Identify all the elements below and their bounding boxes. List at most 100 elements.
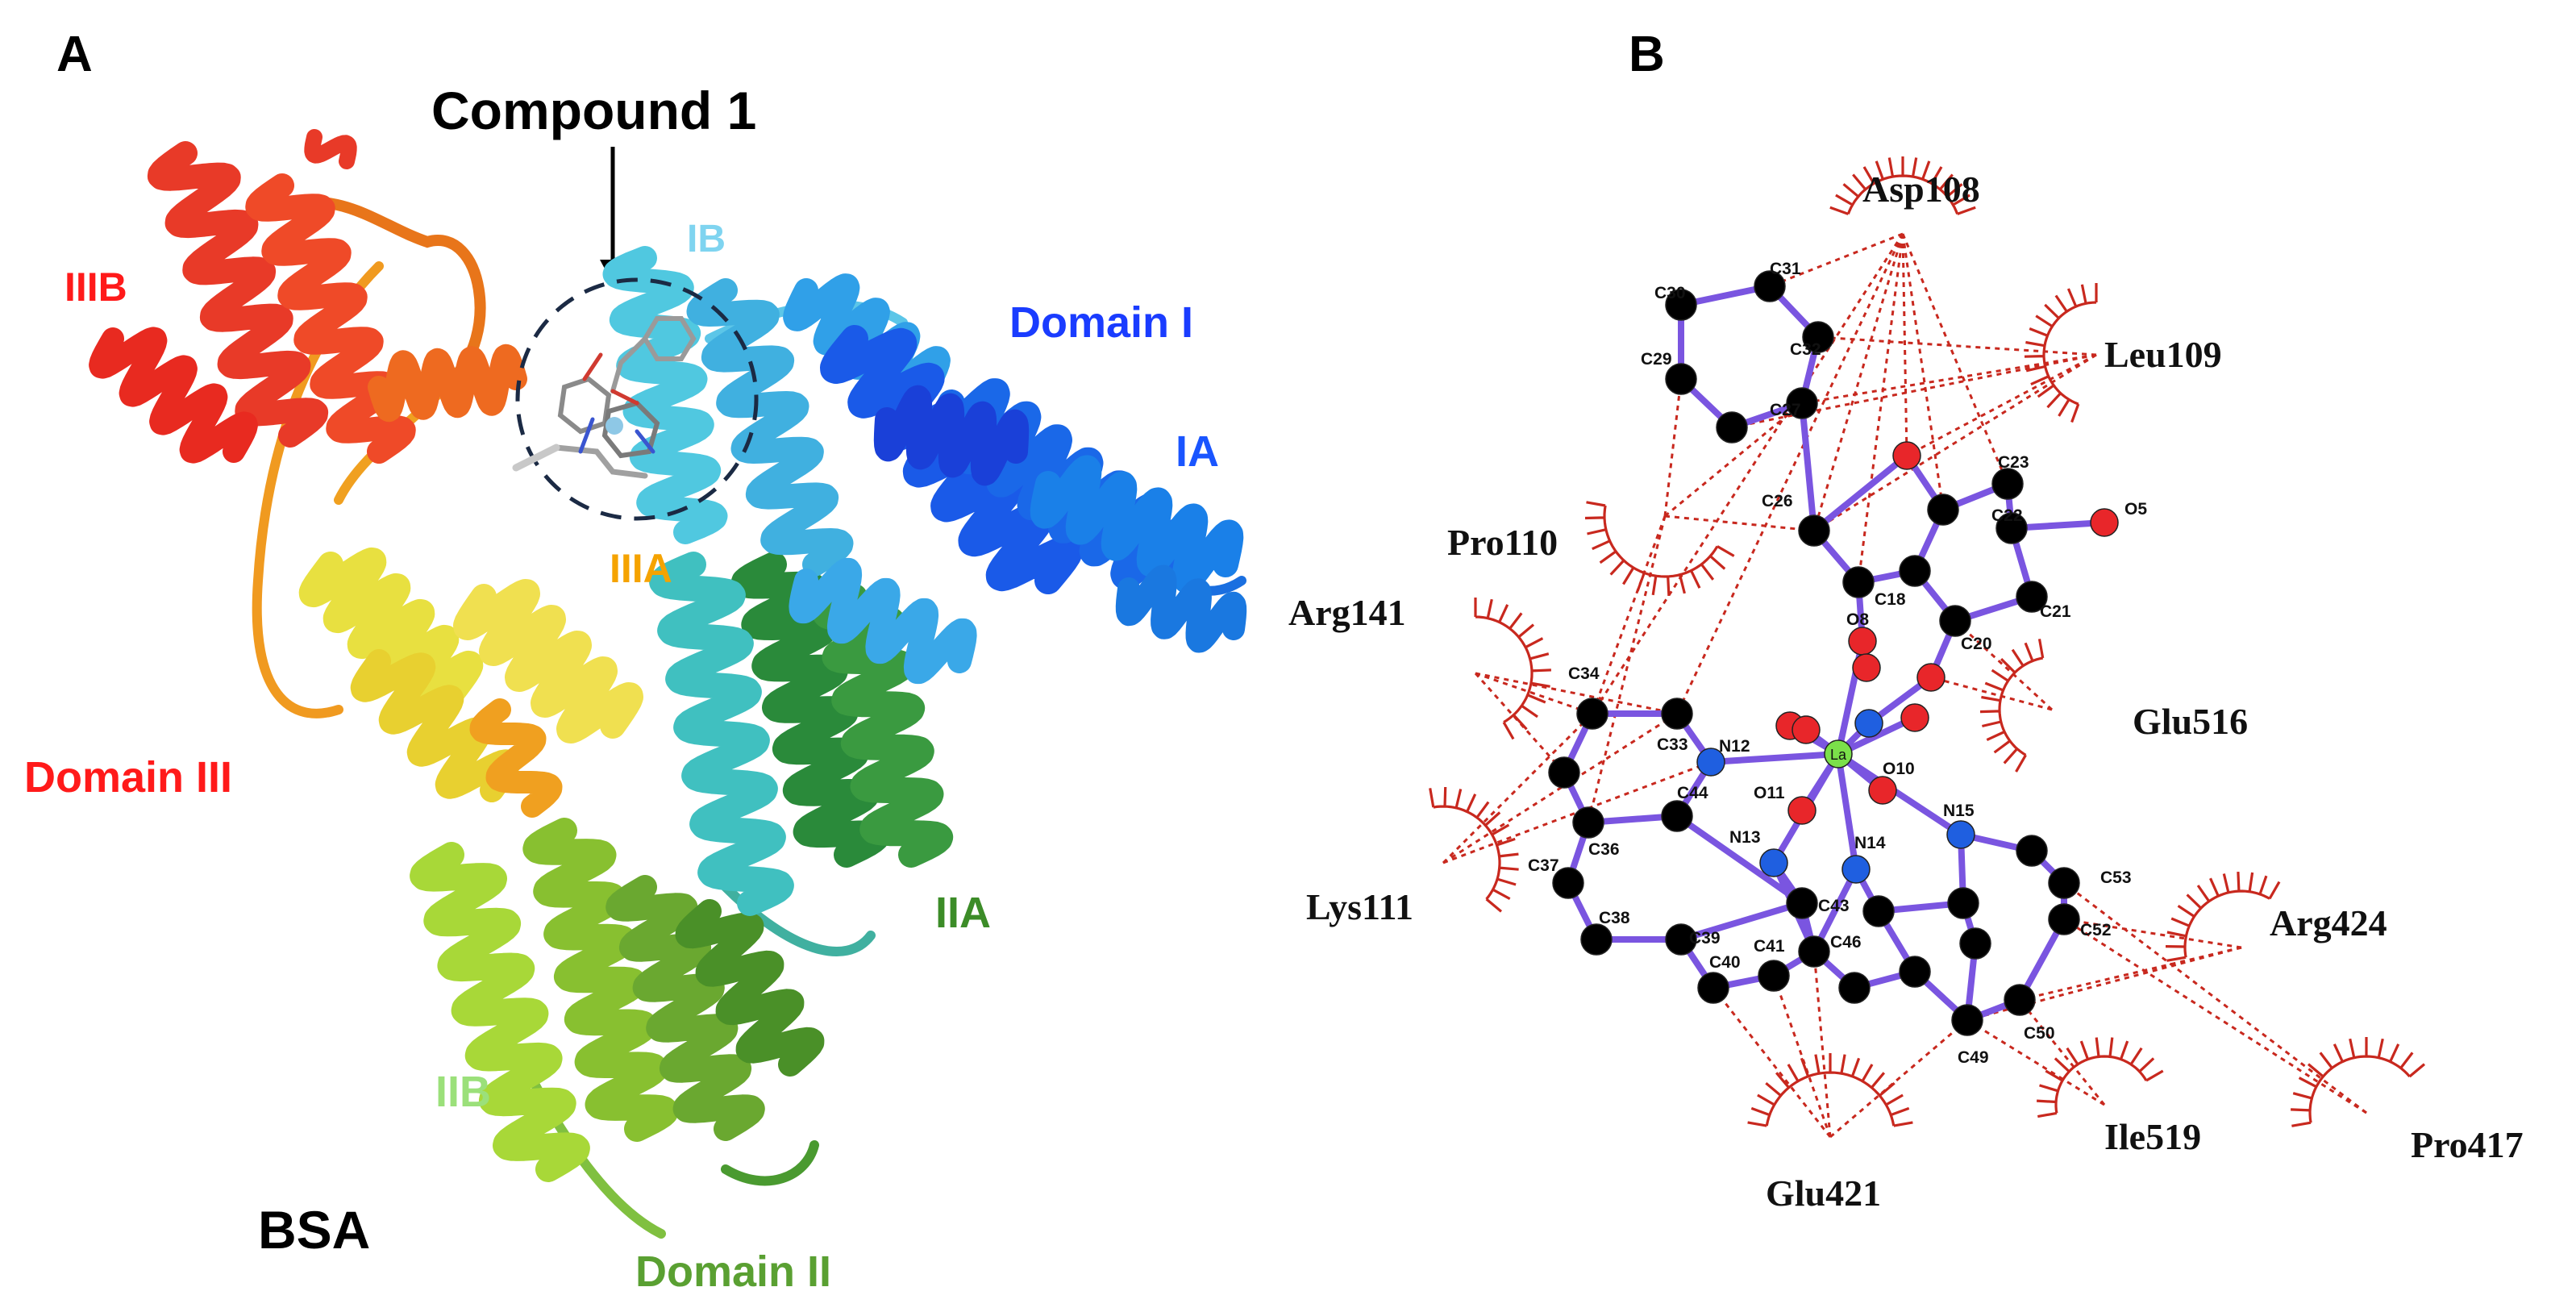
atom-la	[1824, 739, 1853, 768]
atom-label-c26: C26	[1762, 492, 1793, 510]
helix-iiib-3	[89, 327, 258, 464]
label-ia: IA	[1176, 427, 1219, 476]
contact-line	[1769, 232, 1904, 288]
arc-glu516	[1979, 639, 2045, 773]
atom-c22	[1995, 512, 2028, 544]
contact-line	[1901, 233, 1945, 510]
atom-c31	[1754, 270, 1786, 302]
helix-iiib-tip	[304, 129, 357, 169]
atom-cr2	[1927, 494, 1959, 526]
atom-c23	[1991, 468, 2024, 500]
contact-line	[2063, 918, 2242, 949]
atom-c52	[2048, 903, 2080, 935]
atom-c29	[1665, 363, 1697, 395]
atom-c34	[1576, 698, 1608, 730]
contact-line	[1930, 676, 2053, 711]
atom-label-c29: C29	[1641, 350, 1672, 369]
helix-ii-1	[606, 875, 765, 1141]
atom-n12	[1696, 748, 1725, 777]
contact-line	[1664, 514, 1815, 532]
atom-label-c38: C38	[1599, 909, 1630, 927]
label-domain-i: Domain I	[1009, 298, 1193, 347]
panel-a: A Compound 1 IIIB	[24, 27, 1247, 1296]
atom-label-c23: C23	[1998, 453, 2029, 472]
arc-asp108	[1829, 156, 1976, 215]
arc-pro110	[1584, 501, 1735, 596]
bond-C39-C43	[1678, 900, 1805, 943]
contact-line	[1591, 515, 1667, 714]
label-ib: IB	[687, 218, 726, 260]
atom-label-c34: C34	[1568, 664, 1600, 683]
metal-label: La	[1830, 747, 1847, 763]
residue-arg141: Arg141	[1288, 592, 1406, 633]
helix-iia-2	[812, 584, 954, 868]
helix-ia-4	[1030, 455, 1244, 594]
atom-c32	[1802, 321, 1834, 353]
helix-iiib-2	[245, 173, 416, 464]
helix-ia-1	[789, 557, 977, 685]
atom-c38	[1580, 923, 1613, 956]
compound-1-stick-model	[512, 316, 697, 479]
helix-iiia-4	[469, 698, 563, 818]
contact-line	[1857, 233, 1904, 583]
label-iiia: IIIA	[610, 546, 672, 591]
compound-label: Compound 1	[431, 81, 756, 140]
atom-label-o8: O8	[1846, 610, 1869, 629]
atom-c39	[1665, 923, 1697, 956]
contact-line	[1906, 353, 2097, 457]
residue-contact-arcs	[1429, 156, 2426, 1127]
helix-iiia-2	[453, 579, 643, 743]
atom-nb	[1854, 709, 1883, 738]
contact-line	[1954, 619, 2054, 711]
arc-leu109	[2024, 283, 2098, 423]
residue-pro417: Pro417	[2411, 1124, 2524, 1165]
atom-label-c30: C30	[1654, 284, 1686, 302]
contact-line	[1812, 951, 1832, 1138]
arc-arg424	[2165, 872, 2281, 962]
helix-iiia-3	[350, 649, 521, 802]
atom-label-c44: C44	[1677, 784, 1708, 802]
bond-C26-O_r	[1811, 452, 1910, 534]
atom-o8b	[1852, 653, 1881, 682]
atom-label-o11: O11	[1754, 784, 1785, 802]
atom-cx1	[1716, 411, 1748, 444]
atom-c50	[2004, 984, 2036, 1016]
atom-cr8	[1838, 972, 1871, 1004]
atom-label-c32: C32	[1790, 340, 1821, 359]
atom-label-c37: C37	[1528, 856, 1559, 875]
arc-arg141	[1474, 598, 1551, 740]
panel-b: B La Asp108 Leu109 Pro110 Arg141 Glu516 …	[1288, 27, 2524, 1214]
helix-iia-teal	[649, 552, 794, 916]
atom-c20	[1939, 605, 1971, 637]
bond-C43-C44	[1674, 813, 1805, 906]
atom-cr6	[1947, 887, 1979, 919]
atom-cr5	[2016, 835, 2048, 867]
contact-line	[1772, 975, 1832, 1138]
atom-c36	[1572, 806, 1604, 839]
atom-label-c18: C18	[1875, 590, 1906, 609]
atom-label-n12: N12	[1719, 737, 1750, 756]
atom-label-c53: C53	[2100, 868, 2132, 887]
helix-ii-2	[675, 899, 825, 1077]
atom-label-c22: C22	[1991, 506, 2023, 525]
residue-arg424: Arg424	[2270, 902, 2387, 943]
atom-label-c40: C40	[1709, 953, 1741, 972]
atom-label-n14: N14	[1854, 834, 1886, 852]
contact-line	[1591, 233, 1904, 714]
residue-lys111: Lys111	[1306, 886, 1413, 927]
atom-c46	[1798, 935, 1830, 968]
atom-o11	[1787, 796, 1817, 825]
atom-cr3	[1899, 555, 1931, 587]
arc-lys111	[1429, 786, 1519, 913]
contact-line	[1817, 335, 2097, 356]
atom-n14	[1841, 855, 1871, 884]
contact-line	[1475, 672, 1593, 715]
contact-line	[1663, 378, 1683, 517]
bond-C27-C26	[1799, 400, 1817, 534]
atom-c27	[1786, 387, 1818, 419]
contact-line	[1712, 987, 1832, 1138]
contact-line	[1812, 233, 1904, 531]
label-domain-iii: Domain III	[24, 753, 232, 802]
atom-label-c41: C41	[1754, 937, 1785, 956]
